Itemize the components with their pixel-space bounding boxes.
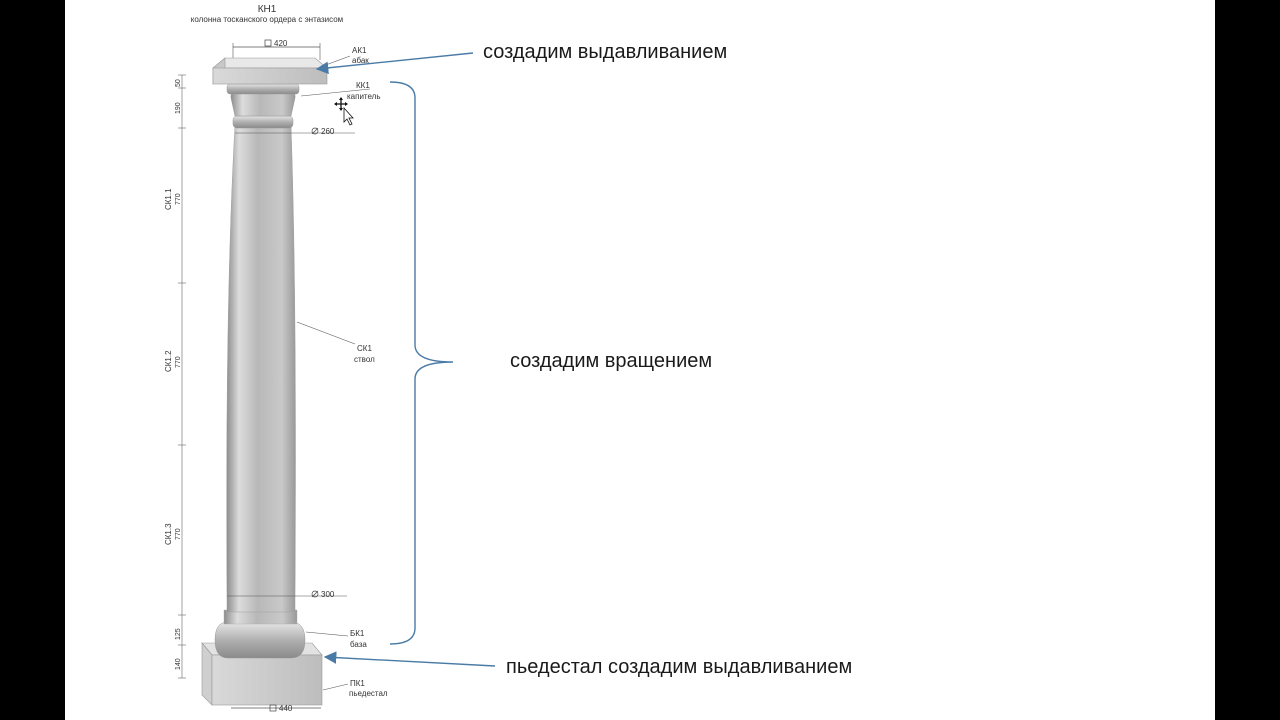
dim-50: 50 <box>175 79 182 87</box>
arrow-pedestal-extrude <box>323 651 496 667</box>
part-label-shaft: СК1 ствол <box>296 321 375 364</box>
base-shape <box>214 609 306 659</box>
bottom-diameter-label: 300 <box>321 590 335 599</box>
dim-sk1-2: СК1.2 <box>164 350 173 372</box>
base-name: база <box>350 640 367 649</box>
annotation-pedestal-extrude: пьедестал создадим выдавливанием <box>506 656 853 678</box>
top-diameter-dimension: 260 <box>235 127 355 136</box>
dim-770-a: 770 <box>175 193 182 205</box>
base-code: БК1 <box>350 629 365 638</box>
dim-sk1-3: СК1.3 <box>164 523 173 545</box>
abacus-code: АК1 <box>352 46 367 55</box>
dim-sk1-1: СК1.1 <box>164 188 173 210</box>
abacus-shape <box>212 57 328 85</box>
part-label-capital: КК1 капитель <box>300 81 381 101</box>
part-label-pedestal: ПК1 пьедестал <box>322 679 388 698</box>
column-drawing: КН1 колонна тосканского ордера с энтазис… <box>164 4 496 713</box>
pedestal-name: пьедестал <box>349 689 388 698</box>
drawing-code: КН1 <box>258 4 277 15</box>
capital-name: капитель <box>347 92 381 101</box>
height-dimension-chain: 50 190 СК1.1 770 СК1.2 770 СК1.3 770 125… <box>164 74 186 679</box>
part-label-abacus: АК1 абак <box>322 46 369 67</box>
abacus-width-label: 420 <box>274 39 288 48</box>
mouse-cursor-icon <box>334 97 354 126</box>
annotation-extrude-top: создадим выдавливанием <box>483 41 728 63</box>
abacus-width-dimension: 420 <box>232 39 321 60</box>
part-label-base: БК1 база <box>305 629 367 649</box>
shaft-shape <box>226 124 296 613</box>
capital-code: КК1 <box>356 81 370 90</box>
abacus-name: абак <box>352 56 369 65</box>
capital-shape <box>226 83 300 129</box>
arrow-top-extrude <box>315 52 474 75</box>
pedestal-width-dimension: 440 <box>231 704 321 713</box>
shaft-name: ствол <box>354 355 375 364</box>
dim-190: 190 <box>175 102 182 114</box>
drawing-subtitle: колонна тосканского ордера с энтазисом <box>191 15 343 24</box>
slide-canvas: КН1 колонна тосканского ордера с энтазис… <box>65 0 1215 720</box>
shaft-code: СК1 <box>357 344 372 353</box>
pedestal-width-label: 440 <box>279 704 293 713</box>
dim-125: 125 <box>175 628 182 640</box>
pedestal-code: ПК1 <box>350 679 365 688</box>
annotation-rotation: создадим вращением <box>510 350 713 372</box>
rotation-brace <box>389 81 454 645</box>
top-diameter-label: 260 <box>321 127 335 136</box>
dim-770-b: 770 <box>175 356 182 368</box>
dim-140: 140 <box>175 658 182 670</box>
bottom-diameter-dimension: 300 <box>227 590 347 599</box>
dim-770-c: 770 <box>175 528 182 540</box>
